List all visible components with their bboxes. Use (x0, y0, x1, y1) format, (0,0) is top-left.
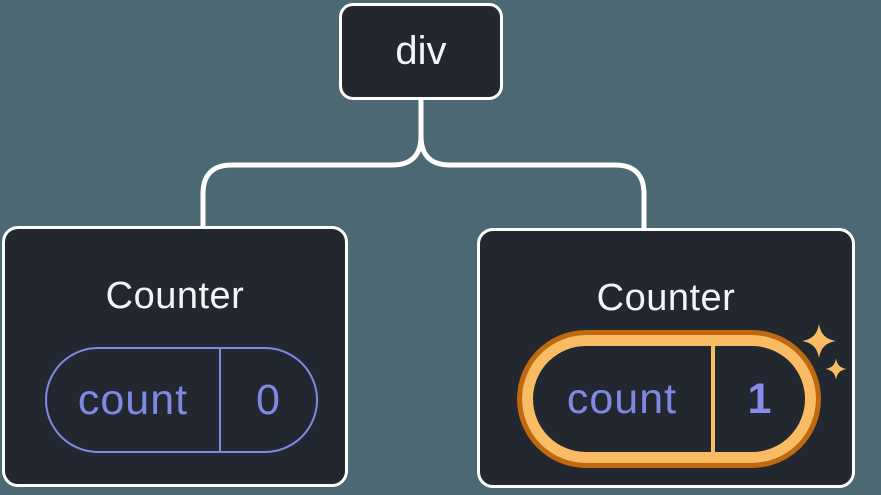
counter-node-right: Counter count 1 (477, 228, 855, 488)
state-key-label: count (77, 375, 189, 424)
connector-left-branch (200, 133, 424, 231)
sparkles-icon (802, 324, 847, 380)
state-value: 0 (256, 375, 281, 424)
pill-divider (219, 349, 221, 451)
counter-title: Counter (105, 275, 245, 317)
state-key-label: count (566, 374, 678, 423)
root-node: div (339, 3, 503, 100)
counter-node-left: Counter count 0 (2, 226, 348, 487)
state-value: 1 (747, 374, 773, 423)
pill-divider (711, 346, 715, 452)
sparkle-star-large (802, 324, 836, 358)
root-node-label: div (395, 29, 447, 73)
counter-title: Counter (596, 277, 736, 319)
connector-right-branch (418, 133, 647, 233)
state-pill-highlighted: count 1 (522, 335, 816, 463)
sparkle-star-small (825, 358, 847, 380)
state-pill: count 0 (45, 347, 318, 453)
